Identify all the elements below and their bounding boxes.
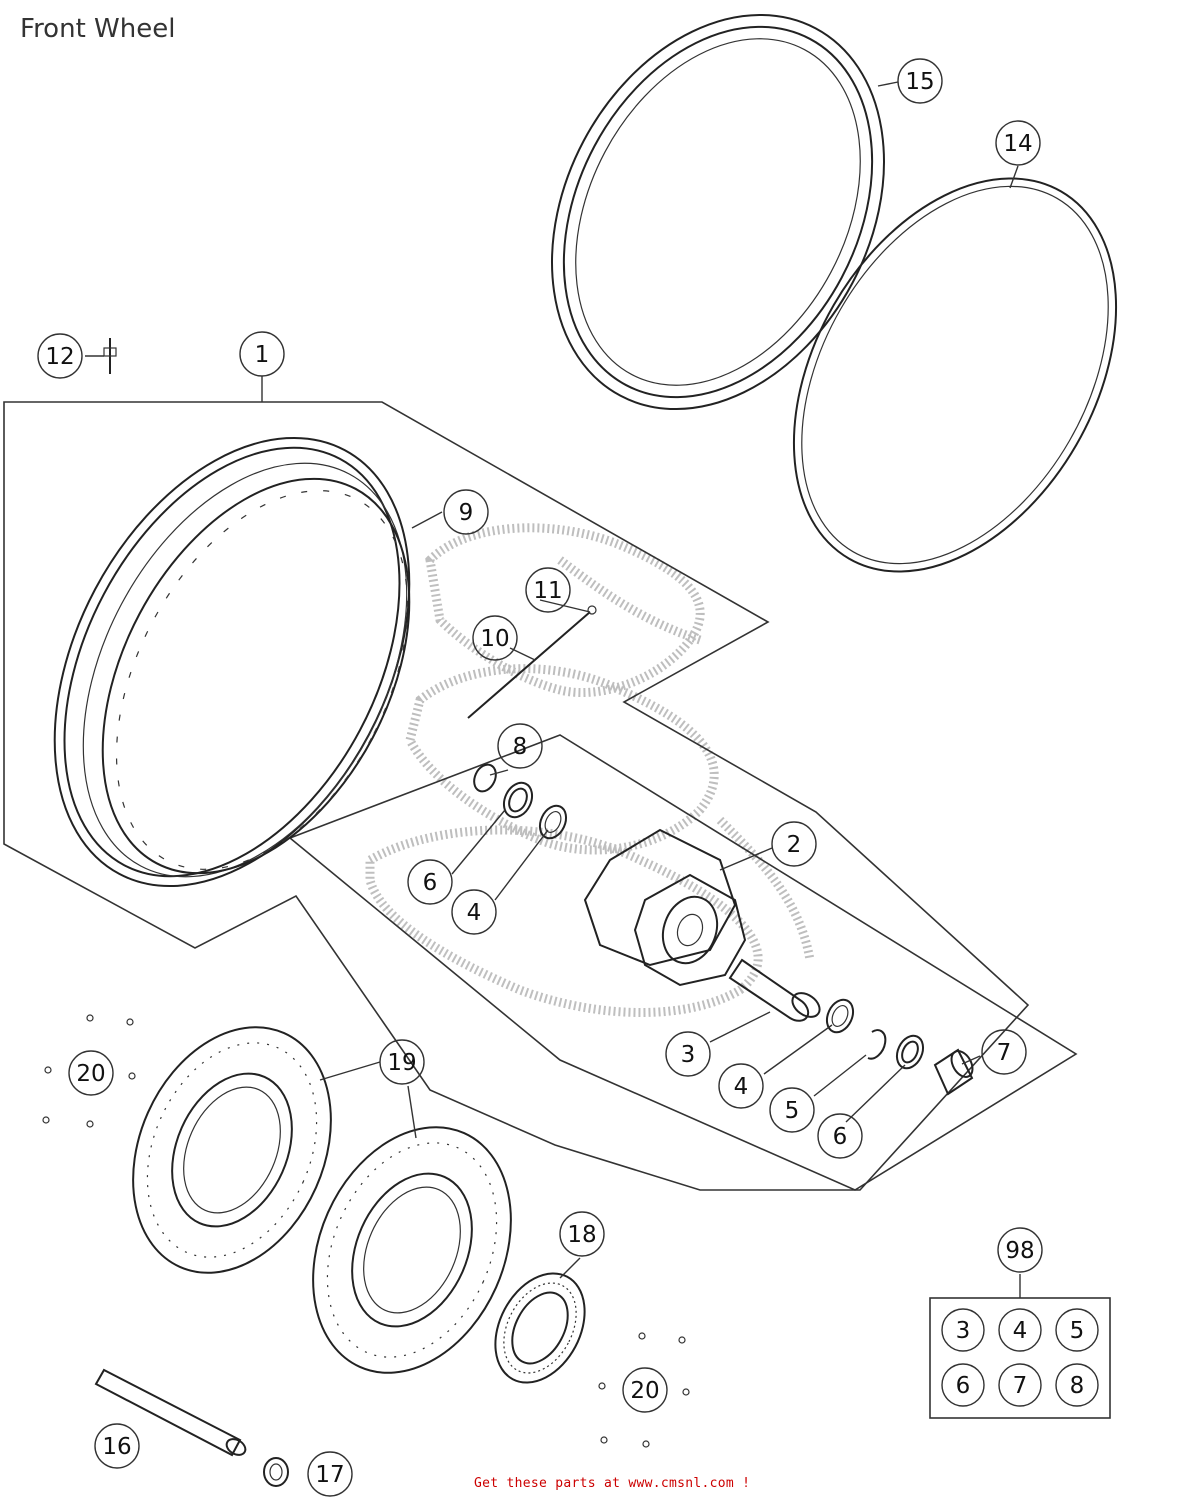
callout-label: 17 bbox=[315, 1462, 344, 1488]
kit-item-label: 6 bbox=[956, 1373, 971, 1399]
callout-label: 5 bbox=[785, 1098, 800, 1124]
callout-4-a[interactable]: 4 bbox=[451, 889, 497, 935]
callout-4-b[interactable]: 4 bbox=[718, 1063, 764, 1109]
callout-label: 4 bbox=[467, 900, 482, 926]
callout-label: 20 bbox=[76, 1061, 105, 1087]
callout-19[interactable]: 19 bbox=[379, 1039, 425, 1085]
kit-98-item-5[interactable]: 5 bbox=[1055, 1308, 1099, 1352]
callout-label: 14 bbox=[1003, 131, 1032, 157]
screws-part-20-left bbox=[42, 1014, 136, 1128]
tire-part-15 bbox=[551, 13, 885, 411]
brake-disc-part-19-right bbox=[312, 1126, 512, 1374]
brake-disc-part-19-left bbox=[132, 1026, 332, 1274]
pulse-ring-part-18 bbox=[494, 1272, 586, 1384]
kit-item-label: 4 bbox=[1013, 1318, 1028, 1344]
circlip-part-5 bbox=[867, 1029, 887, 1060]
callout-label: 4 bbox=[734, 1074, 749, 1100]
callout-label: 1 bbox=[255, 342, 270, 368]
callout-label: 12 bbox=[45, 344, 74, 370]
leader-lines bbox=[85, 81, 1021, 1298]
callout-11[interactable]: 11 bbox=[525, 567, 571, 613]
callout-label: 7 bbox=[997, 1040, 1012, 1066]
bearing-part-4-right bbox=[825, 998, 855, 1034]
callout-98[interactable]: 98 bbox=[997, 1227, 1043, 1273]
callout-18[interactable]: 18 bbox=[559, 1211, 605, 1257]
valve-part-12 bbox=[103, 338, 117, 374]
kit-item-label: 8 bbox=[1070, 1373, 1085, 1399]
callout-label: 19 bbox=[387, 1050, 416, 1076]
seal-part-6-right bbox=[895, 1034, 925, 1070]
axle-part-16 bbox=[94, 1368, 247, 1457]
footer-link[interactable]: Get these parts at www.cmsnl.com ! bbox=[474, 1476, 751, 1491]
kit-item-label: 5 bbox=[1070, 1318, 1085, 1344]
hub-assembly-frame bbox=[288, 734, 1078, 1191]
page-title: Front Wheel bbox=[20, 14, 176, 44]
callout-8[interactable]: 8 bbox=[497, 723, 543, 769]
kit-98-item-7[interactable]: 7 bbox=[998, 1363, 1042, 1407]
callout-1[interactable]: 1 bbox=[239, 331, 285, 377]
spacer-part-7 bbox=[933, 1048, 974, 1096]
callout-6-b[interactable]: 6 bbox=[817, 1113, 863, 1159]
callout-label: 18 bbox=[567, 1222, 596, 1248]
callout-17[interactable]: 17 bbox=[307, 1451, 353, 1497]
callout-label: 2 bbox=[787, 832, 802, 858]
callout-7[interactable]: 7 bbox=[981, 1029, 1027, 1075]
callout-12[interactable]: 12 bbox=[37, 333, 83, 379]
hub-ghost-pattern bbox=[365, 523, 815, 1017]
callout-label: 10 bbox=[480, 626, 509, 652]
callout-label: 6 bbox=[423, 870, 438, 896]
callout-5[interactable]: 5 bbox=[769, 1087, 815, 1133]
callout-20-b[interactable]: 20 bbox=[622, 1367, 668, 1413]
callout-6-a[interactable]: 6 bbox=[407, 859, 453, 905]
rim-part-9 bbox=[53, 436, 411, 888]
kit-98-item-6[interactable]: 6 bbox=[941, 1363, 985, 1407]
callout-label: 8 bbox=[513, 734, 528, 760]
callout-label: 98 bbox=[1005, 1238, 1034, 1264]
kit-98-item-8[interactable]: 8 bbox=[1055, 1363, 1099, 1407]
callout-16[interactable]: 16 bbox=[94, 1423, 140, 1469]
callout-label: 11 bbox=[533, 578, 562, 604]
callout-10[interactable]: 10 bbox=[472, 615, 518, 661]
spoke-part-10 bbox=[467, 605, 597, 719]
wheel-assembly-frame bbox=[3, 401, 1030, 1191]
callout-20-a[interactable]: 20 bbox=[68, 1050, 114, 1096]
screws-part-20-right bbox=[598, 1332, 690, 1448]
callout-9[interactable]: 9 bbox=[443, 489, 489, 535]
callout-2[interactable]: 2 bbox=[771, 821, 817, 867]
callout-label: 15 bbox=[905, 69, 934, 95]
kit-item-label: 3 bbox=[956, 1318, 971, 1344]
seal-part-6-left bbox=[502, 781, 534, 819]
ring-part-8 bbox=[473, 763, 497, 793]
kit-98-item-3[interactable]: 3 bbox=[941, 1308, 985, 1352]
callout-label: 20 bbox=[630, 1378, 659, 1404]
callout-label: 9 bbox=[459, 500, 474, 526]
kit-98-box bbox=[929, 1297, 1111, 1419]
spacer-part-3 bbox=[728, 958, 821, 1022]
hub-part-2 bbox=[583, 828, 747, 987]
rim-tape-part-14 bbox=[792, 177, 1118, 573]
callout-label: 16 bbox=[102, 1434, 131, 1460]
axle-nut-part-17 bbox=[263, 1457, 289, 1487]
callout-label: 6 bbox=[833, 1124, 848, 1150]
callout-label: 3 bbox=[681, 1042, 696, 1068]
bearing-part-4-left bbox=[538, 804, 568, 840]
callout-3[interactable]: 3 bbox=[665, 1031, 711, 1077]
callout-15[interactable]: 15 bbox=[897, 58, 943, 104]
kit-98-item-4[interactable]: 4 bbox=[998, 1308, 1042, 1352]
callout-14[interactable]: 14 bbox=[995, 120, 1041, 166]
kit-item-label: 7 bbox=[1013, 1373, 1028, 1399]
